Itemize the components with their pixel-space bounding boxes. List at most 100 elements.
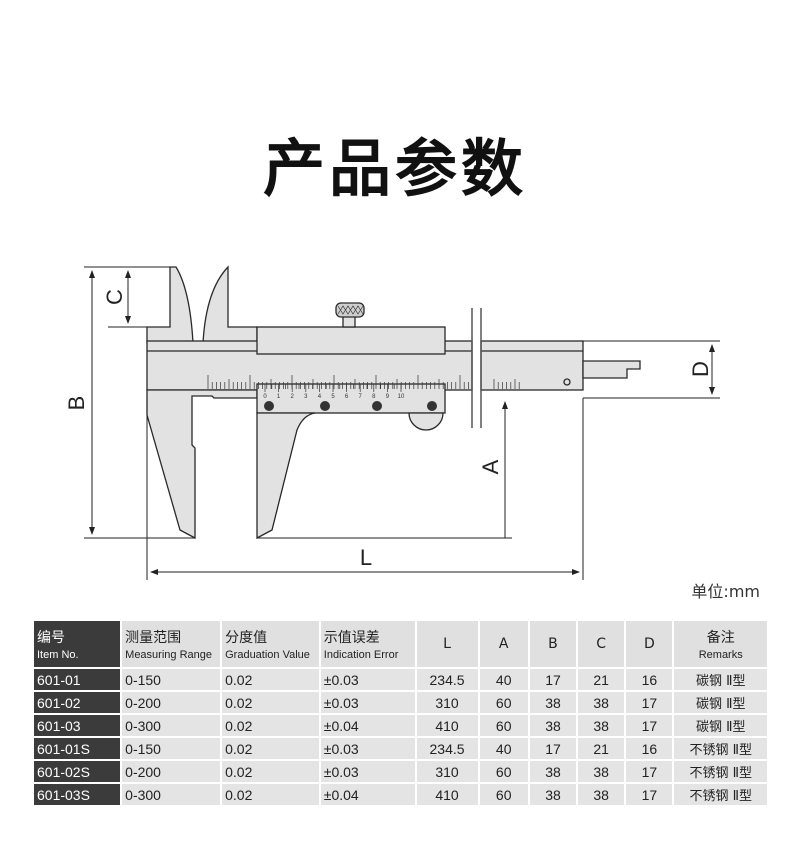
- column-header: L: [414, 619, 480, 669]
- vernier-number: 6: [345, 394, 349, 400]
- label-B: B: [64, 396, 89, 411]
- table-cell: 0.02: [220, 690, 321, 715]
- depth-rod: [582, 360, 641, 379]
- column-header: A: [477, 619, 530, 669]
- table-cell: 17: [624, 759, 675, 784]
- table-cell: 0-150: [120, 667, 223, 692]
- header-zh: D: [643, 636, 655, 652]
- header-zh: C: [596, 636, 607, 652]
- table-cell: 0-300: [120, 713, 223, 738]
- table-cell: 601-01: [31, 667, 123, 692]
- table-cell: 17: [527, 736, 579, 761]
- vernier-number: 7: [359, 394, 363, 400]
- table-cell: 601-03S: [31, 782, 123, 807]
- vernier-scale-ticks: [264, 384, 402, 392]
- header-zh: 编号: [37, 630, 65, 646]
- table-cell: ±0.03: [318, 736, 417, 761]
- column-header: C: [576, 619, 627, 669]
- table-cell: 601-01S: [31, 736, 123, 761]
- table-cell: 0.02: [220, 759, 321, 784]
- header-zh: 分度值: [225, 630, 268, 646]
- header-zh: 测量范围: [125, 630, 182, 646]
- vernier-number: 3: [304, 394, 308, 400]
- header-en: Remarks: [698, 649, 743, 661]
- column-header: B: [527, 619, 579, 669]
- table-cell: 0-200: [120, 759, 223, 784]
- table-cell: 60: [477, 713, 530, 738]
- table-cell: 碳钢 Ⅱ型: [672, 713, 769, 738]
- table-cell: 410: [414, 713, 480, 738]
- table-cell: 38: [527, 782, 579, 807]
- fixed-lower-jaw: [146, 389, 258, 540]
- table-cell: 不锈钢 Ⅱ型: [672, 759, 769, 784]
- header-en: Measuring Range: [125, 649, 212, 661]
- table-cell: 0-150: [120, 736, 223, 761]
- table-cell: 21: [576, 667, 627, 692]
- vernier-number: 8: [372, 394, 376, 400]
- sliding-lower-jaw: [256, 412, 316, 540]
- vernier-number: 10: [398, 394, 405, 400]
- table-cell: 0-200: [120, 690, 223, 715]
- header-zh: 备注: [706, 630, 735, 646]
- header-zh: L: [443, 636, 451, 652]
- vernier-number: 0: [263, 394, 267, 400]
- header-en: Item No.: [37, 649, 79, 661]
- table-cell: 60: [477, 690, 530, 715]
- table-cell: 38: [527, 713, 579, 738]
- table-cell: 60: [477, 759, 530, 784]
- table-cell: 16: [624, 667, 675, 692]
- table-cell: 601-02: [31, 690, 123, 715]
- column-header: 测量范围 Measuring Range: [120, 619, 223, 669]
- table-cell: 不锈钢 Ⅱ型: [672, 736, 769, 761]
- table-cell: 17: [527, 667, 579, 692]
- table-cell: 38: [576, 759, 627, 784]
- table-cell: 0.02: [220, 782, 321, 807]
- table-cell: 17: [624, 690, 675, 715]
- table-cell: 410: [414, 782, 480, 807]
- label-C: C: [102, 289, 127, 305]
- sliding-upper-jaw: [202, 265, 258, 344]
- table-cell: 310: [414, 690, 480, 715]
- column-header: D: [624, 619, 675, 669]
- header-zh: B: [548, 636, 558, 652]
- table-cell: 601-02S: [31, 759, 123, 784]
- label-L: L: [360, 545, 372, 570]
- label-A: A: [478, 459, 503, 474]
- header-en: Indication Error: [323, 649, 399, 661]
- table-cell: 碳钢 Ⅱ型: [672, 690, 769, 715]
- table-cell: 0-300: [120, 782, 223, 807]
- table-cell: 0.02: [220, 667, 321, 692]
- table-cell: 601-03: [31, 713, 123, 738]
- table-cell: 17: [624, 713, 675, 738]
- vernier-number: 1: [277, 394, 281, 400]
- column-header: 编号 Item No.: [31, 619, 123, 669]
- table-cell: ±0.03: [318, 759, 417, 784]
- table-cell: 0.02: [220, 713, 321, 738]
- table-cell: 16: [624, 736, 675, 761]
- vernier-number: 5: [331, 394, 335, 400]
- table-cell: 310: [414, 759, 480, 784]
- table-cell: ±0.04: [318, 782, 417, 807]
- vernier-number: 9: [386, 394, 390, 400]
- table-cell: 234.5: [414, 667, 480, 692]
- table-cell: 38: [576, 782, 627, 807]
- table-cell: 0.02: [220, 736, 321, 761]
- table-cell: ±0.04: [318, 713, 417, 738]
- table-cell: ±0.03: [318, 667, 417, 692]
- table-cell: ±0.03: [318, 690, 417, 715]
- table-cell: 60: [477, 782, 530, 807]
- table-cell: 17: [624, 782, 675, 807]
- page-title: 产品参数: [262, 132, 527, 205]
- table-cell: 21: [576, 736, 627, 761]
- table-cell: 234.5: [414, 736, 480, 761]
- table-cell: 38: [576, 690, 627, 715]
